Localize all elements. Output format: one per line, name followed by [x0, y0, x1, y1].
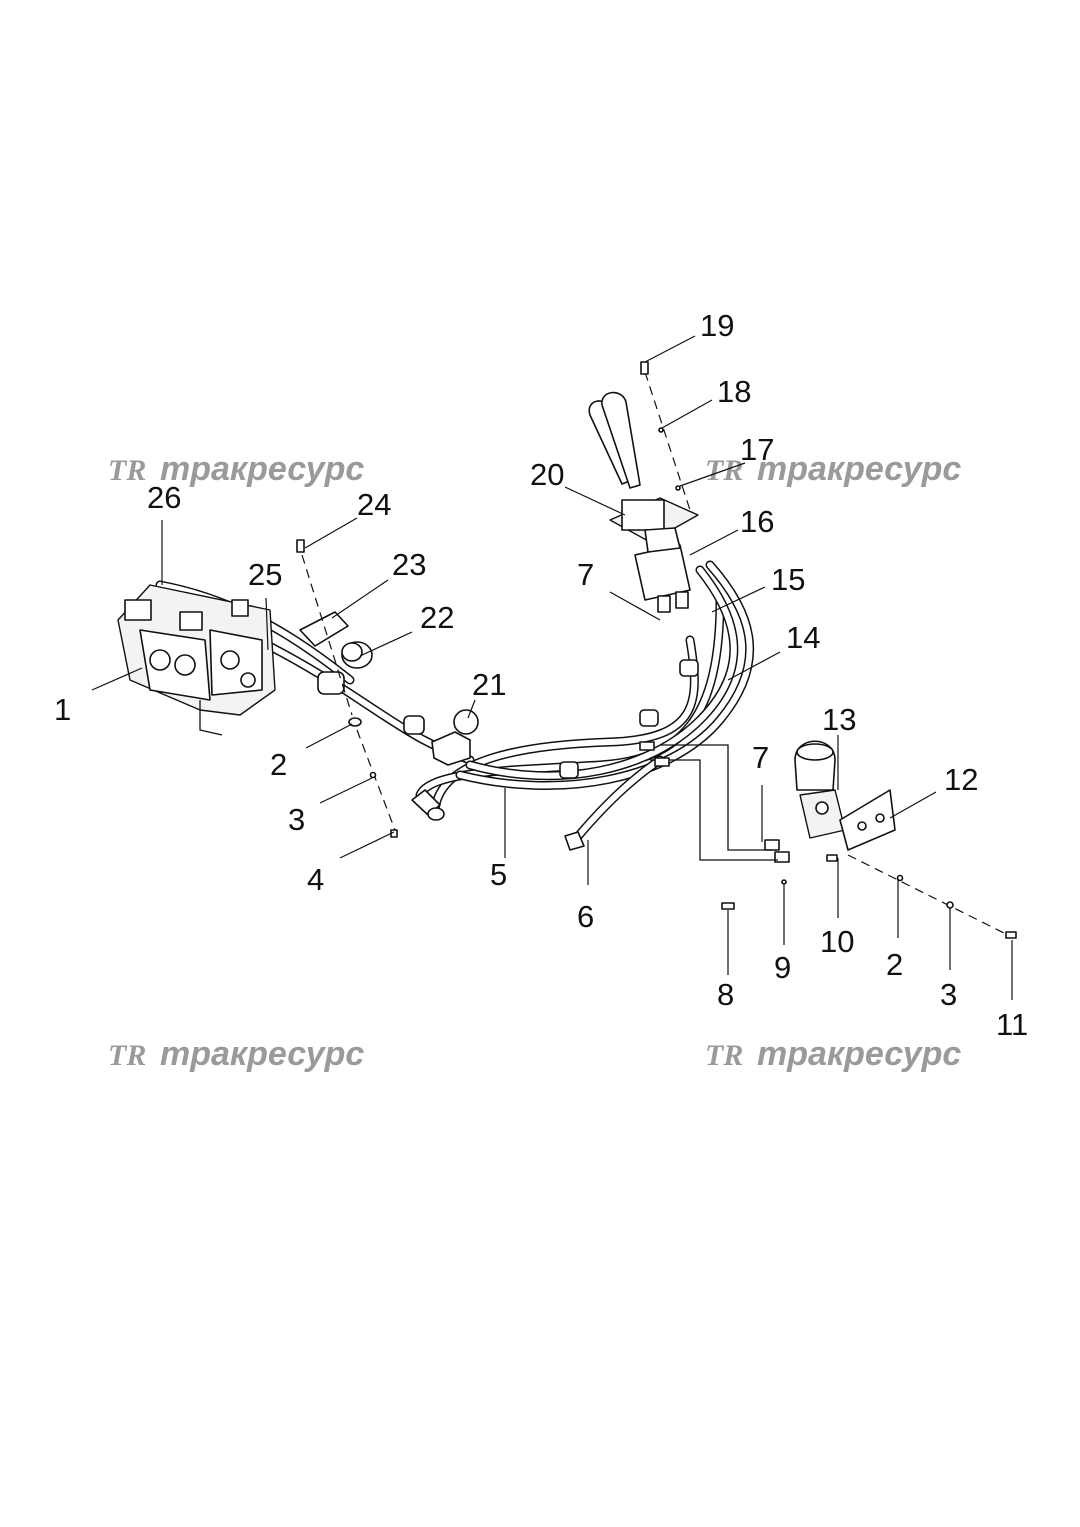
- callout-3-left: 3: [288, 802, 305, 837]
- washer-18: [658, 427, 664, 433]
- callout-2-left: 2: [270, 747, 287, 782]
- watermark-logo: TR: [705, 1039, 743, 1072]
- callout-23: 23: [392, 547, 426, 582]
- callout-10: 10: [820, 924, 854, 959]
- watermark-text: тракресурс: [160, 450, 364, 488]
- bolt-19: [640, 361, 649, 375]
- bolt-8: [721, 902, 735, 910]
- callout-9: 9: [774, 950, 791, 985]
- watermark-logo: TR: [108, 1039, 146, 1072]
- callout-24: 24: [357, 487, 391, 522]
- washer-9: [781, 879, 787, 885]
- watermark-text: тракресурс: [757, 450, 961, 488]
- clamp-halves: [299, 611, 373, 669]
- callout-labels: 1 2 3 4 5 6 7 7 8 9 10 11 12 13 14 15 16…: [54, 308, 1028, 1042]
- watermark-bottom-right: TR тракресурс: [705, 1035, 961, 1073]
- fitting-7: [764, 839, 780, 851]
- callout-20: 20: [530, 457, 564, 492]
- joystick-head: [621, 499, 665, 531]
- callout-16: 16: [740, 504, 774, 539]
- watermark-top-right: TR тракресурс: [705, 450, 961, 488]
- joystick-assembly: [588, 361, 699, 613]
- accumulator-assembly: [650, 740, 1017, 939]
- bolt-10: [826, 854, 838, 862]
- callout-25: 25: [248, 557, 282, 592]
- clamp: [403, 715, 425, 735]
- callout-18: 18: [717, 374, 751, 409]
- callout-15: 15: [771, 562, 805, 597]
- callout-13: 13: [822, 702, 856, 737]
- callout-12: 12: [944, 762, 978, 797]
- hose-clamps: [317, 659, 699, 779]
- bolt-11: [1005, 931, 1017, 939]
- callout-1: 1: [54, 692, 71, 727]
- watermark-text: тракресурс: [757, 1035, 961, 1073]
- bolt-24: [296, 539, 305, 553]
- fasteners-left: [296, 539, 398, 838]
- clamp-22: [317, 671, 345, 695]
- callout-7-upper: 7: [577, 557, 594, 592]
- callout-3-right: 3: [940, 977, 957, 1012]
- leader-lines: [91, 335, 1013, 1000]
- callout-14: 14: [786, 620, 820, 655]
- washer-17: [675, 485, 681, 491]
- watermark-text: тракресурс: [160, 1035, 364, 1073]
- lockwasher-3: [369, 771, 377, 779]
- callout-26: 26: [147, 480, 181, 515]
- callout-6: 6: [577, 899, 594, 934]
- hose-fittings: [411, 741, 670, 851]
- callout-11: 11: [996, 1007, 1028, 1042]
- callout-19: 19: [700, 308, 734, 343]
- bracket-12: [839, 789, 896, 851]
- callout-21: 21: [472, 667, 506, 702]
- clamp-21: [431, 731, 471, 766]
- watermark-logo: TR: [108, 454, 146, 487]
- callout-22: 22: [420, 600, 454, 635]
- callout-2-right: 2: [886, 947, 903, 982]
- callout-5: 5: [490, 857, 507, 892]
- watermark-bottom-left: TR тракресурс: [108, 1035, 364, 1073]
- callout-8: 8: [717, 977, 734, 1012]
- lever-right: [601, 391, 641, 489]
- control-valve: [117, 584, 276, 736]
- watermark-top-left: TR тракресурс: [108, 450, 364, 488]
- callout-4: 4: [307, 862, 324, 897]
- clamp-half-23: [299, 611, 349, 647]
- callout-7-lower: 7: [752, 740, 769, 775]
- callout-17: 17: [740, 432, 774, 467]
